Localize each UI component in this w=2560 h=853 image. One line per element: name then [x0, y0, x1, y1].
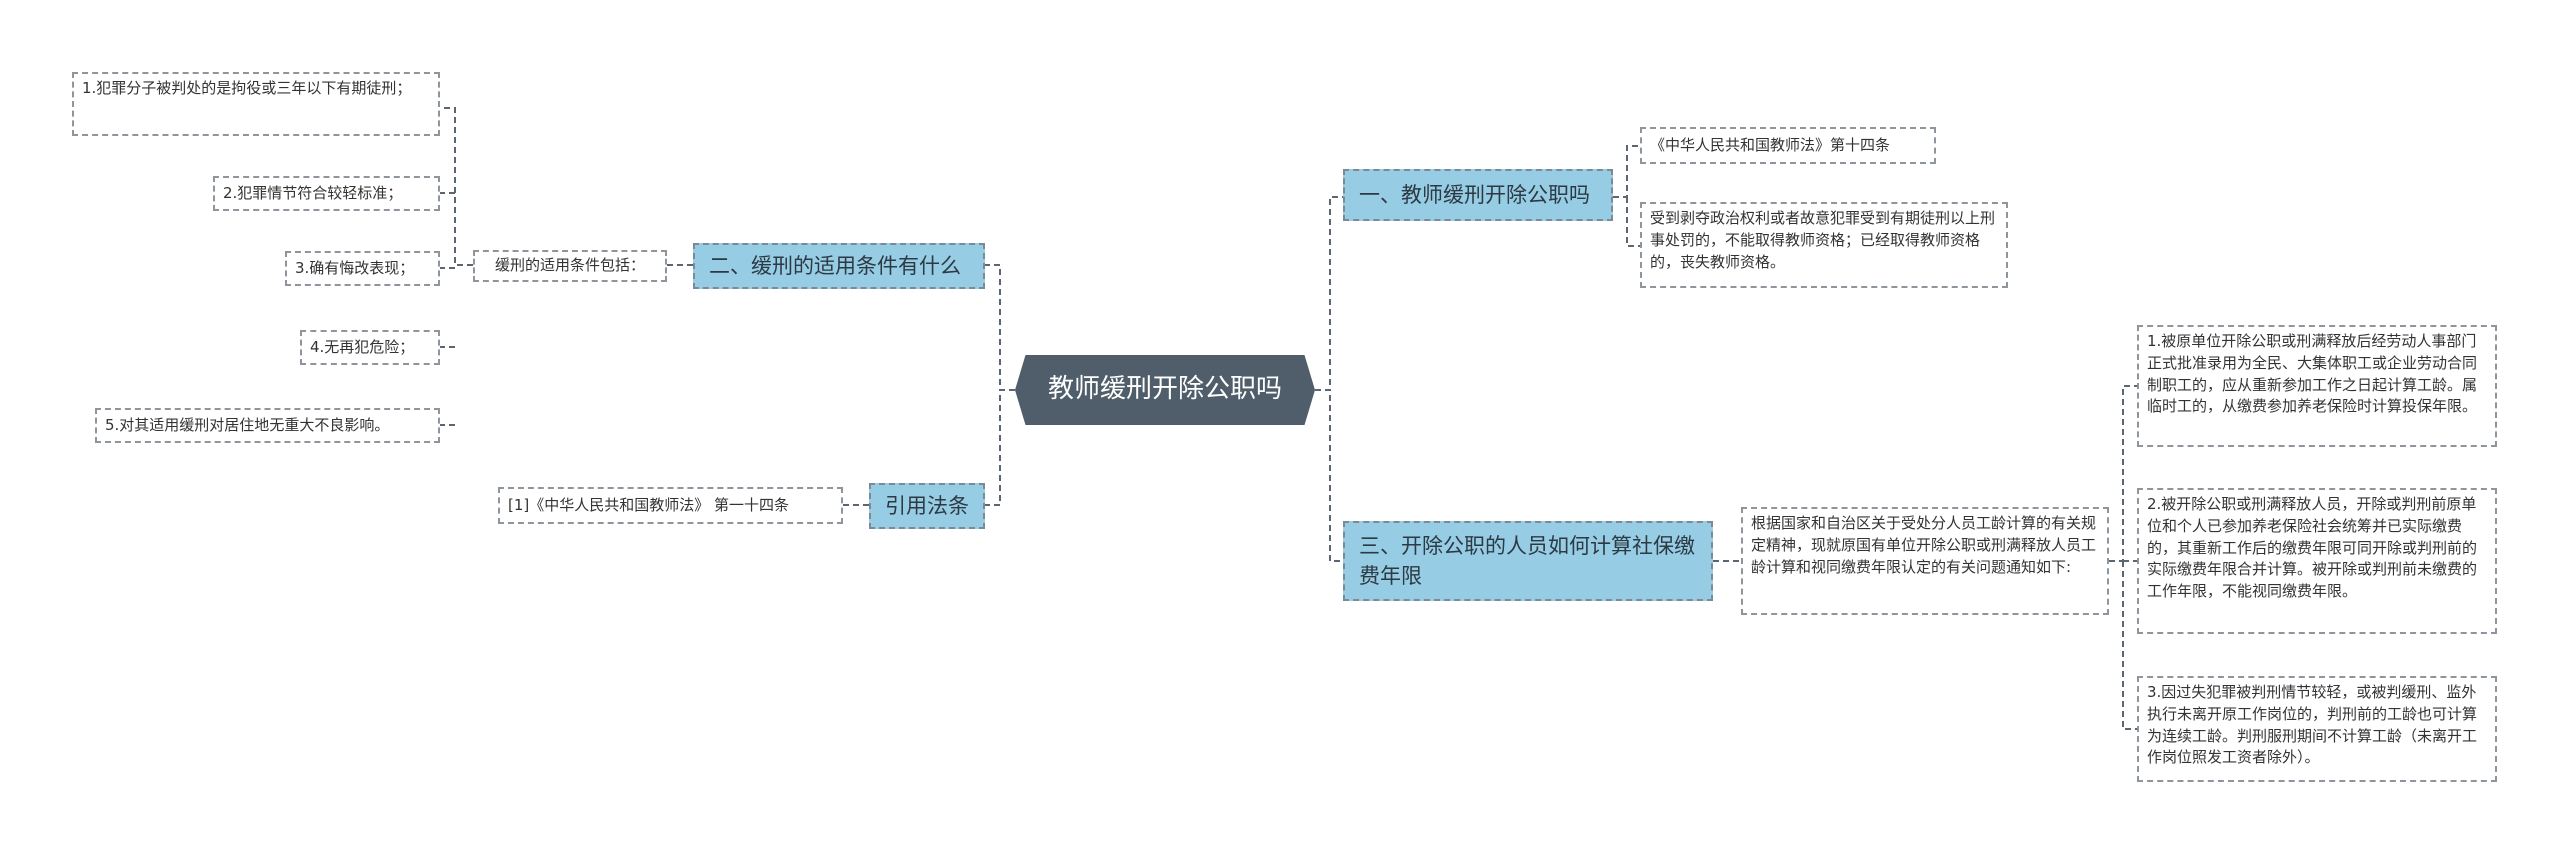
branch-probation-conditions[interactable]: 二、缓刑的适用条件有什么 [693, 243, 985, 289]
condition-item-1[interactable]: 1.犯罪分子被判处的是拘役或三年以下有期徒刑； [72, 72, 440, 136]
conditions-intro[interactable]: 缓刑的适用条件包括： [473, 250, 667, 282]
condition-item-2[interactable]: 2.犯罪情节符合较轻标准； [213, 176, 440, 211]
dismissal-item-law[interactable]: 《中华人民共和国教师法》第十四条 [1640, 127, 1936, 164]
seniority-rule-1[interactable]: 1.被原单位开除公职或刑满释放后经劳动人事部门正式批准录用为全民、大集体职工或企… [2137, 325, 2497, 447]
condition-item-5[interactable]: 5.对其适用缓刑对居住地无重大不良影响。 [95, 408, 440, 443]
link-intro-items [440, 107, 473, 426]
branch-dismissal-question[interactable]: 一、教师缓刑开除公职吗 [1343, 169, 1613, 221]
link-dismissal-items [1613, 145, 1640, 247]
branch-cited-law[interactable]: 引用法条 [869, 483, 985, 529]
link-root-citation [985, 389, 1015, 506]
branch-seniority-calculation[interactable]: 三、开除公职的人员如何计算社保缴费年限 [1343, 521, 1713, 601]
link-root-dismissal [1315, 196, 1343, 391]
seniority-rule-3[interactable]: 3.因过失犯罪被判刑情节较轻，或被判缓刑、监外执行未离开原工作岗位的，判刑前的工… [2137, 676, 2497, 782]
condition-item-4[interactable]: 4.无再犯危险； [300, 330, 440, 365]
dismissal-item-rule[interactable]: 受到剥夺政治权利或者故意犯罪受到有期徒刑以上刑事处罚的，不能取得教师资格；已经取… [1640, 202, 2008, 288]
link-intro-rules [2109, 385, 2137, 730]
link-root-seniority [1315, 389, 1343, 562]
root-topic[interactable]: 教师缓刑开除公职吗 [1015, 355, 1315, 425]
condition-item-3[interactable]: 3.确有悔改表现； [285, 251, 440, 286]
link-root-conditions [985, 264, 1015, 391]
seniority-rule-2[interactable]: 2.被开除公职或刑满释放人员，开除或判刑前原单位和个人已参加养老保险社会统筹并已… [2137, 488, 2497, 634]
seniority-intro[interactable]: 根据国家和自治区关于受处分人员工龄计算的有关规定精神，现就原国有单位开除公职或刑… [1741, 507, 2109, 615]
citation-item-1[interactable]: [1]《中华人民共和国教师法》 第一十四条 [498, 487, 843, 524]
